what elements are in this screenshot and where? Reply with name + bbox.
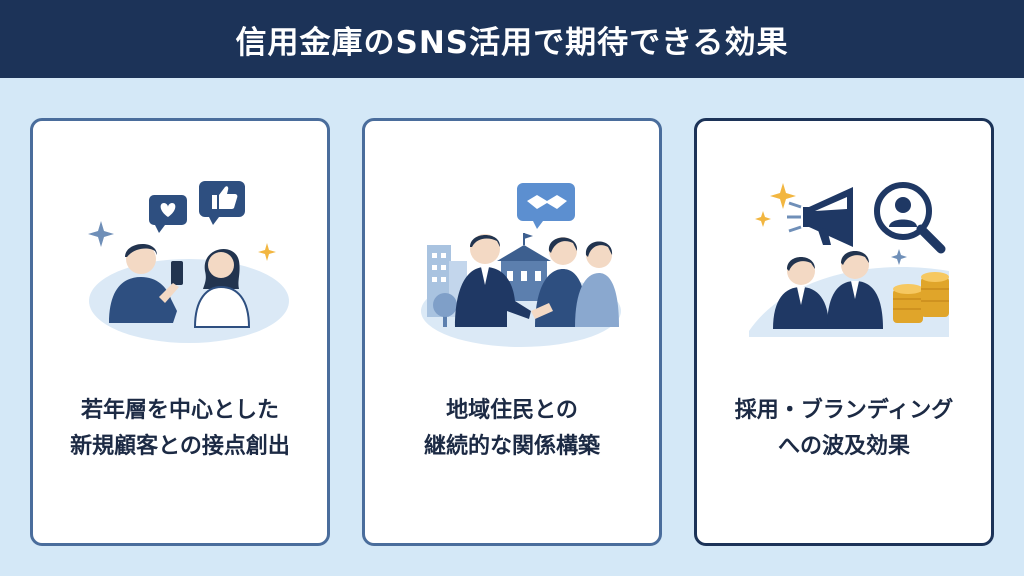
resident-group-icon [531,237,619,327]
handshake-bubble-icon [517,183,575,229]
caption-line-1: 地域住民との [446,398,578,423]
sparkle-icon [755,183,907,265]
illustration-recruiting-branding [743,161,953,361]
illustration-local-relationships [411,161,621,361]
effect-caption: 地域住民との 継続的な関係構築 [375,393,649,465]
illustration-new-customers [79,161,289,361]
header-bar: 信用金庫のSNS活用で期待できる効果 [0,0,1024,78]
magnifier-person-icon [874,182,946,254]
new-customers-illustration-svg [88,181,289,343]
megaphone-icon [787,187,853,247]
effect-card-recruiting-branding: 採用・ブランディング への波及効果 [694,118,994,546]
caption-line-2: への波及効果 [777,434,910,459]
caption-line-2: 新規顧客との接点創出 [70,434,290,459]
coin-stack-icon [893,272,949,323]
effect-caption: 採用・ブランディング への波及効果 [707,393,981,465]
tree-icon [433,293,457,327]
caption-line-1: 採用・ブランディング [734,398,954,423]
effect-card-new-customers: 若年層を中心とした 新規顧客との接点創出 [30,118,330,546]
woman-icon [193,248,251,328]
page-title: 信用金庫のSNS活用で期待できる効果 [235,24,789,61]
businessman-icon [455,234,531,327]
thumbs-up-icon [199,181,245,225]
caption-line-1: 若年層を中心とした [80,398,279,423]
caption-line-2: 継続的な関係構築 [423,434,600,459]
effect-caption: 若年層を中心とした 新規顧客との接点創出 [43,393,317,465]
person-with-phone-icon [109,243,183,323]
sparkle-icon [88,221,276,261]
recruiting-branding-illustration-svg [749,182,949,337]
local-relationships-illustration-svg [421,183,621,347]
like-heart-icon [149,195,187,233]
effect-card-local-relationships: 地域住民との 継続的な関係構築 [362,118,662,546]
candidate-icon [773,251,883,329]
